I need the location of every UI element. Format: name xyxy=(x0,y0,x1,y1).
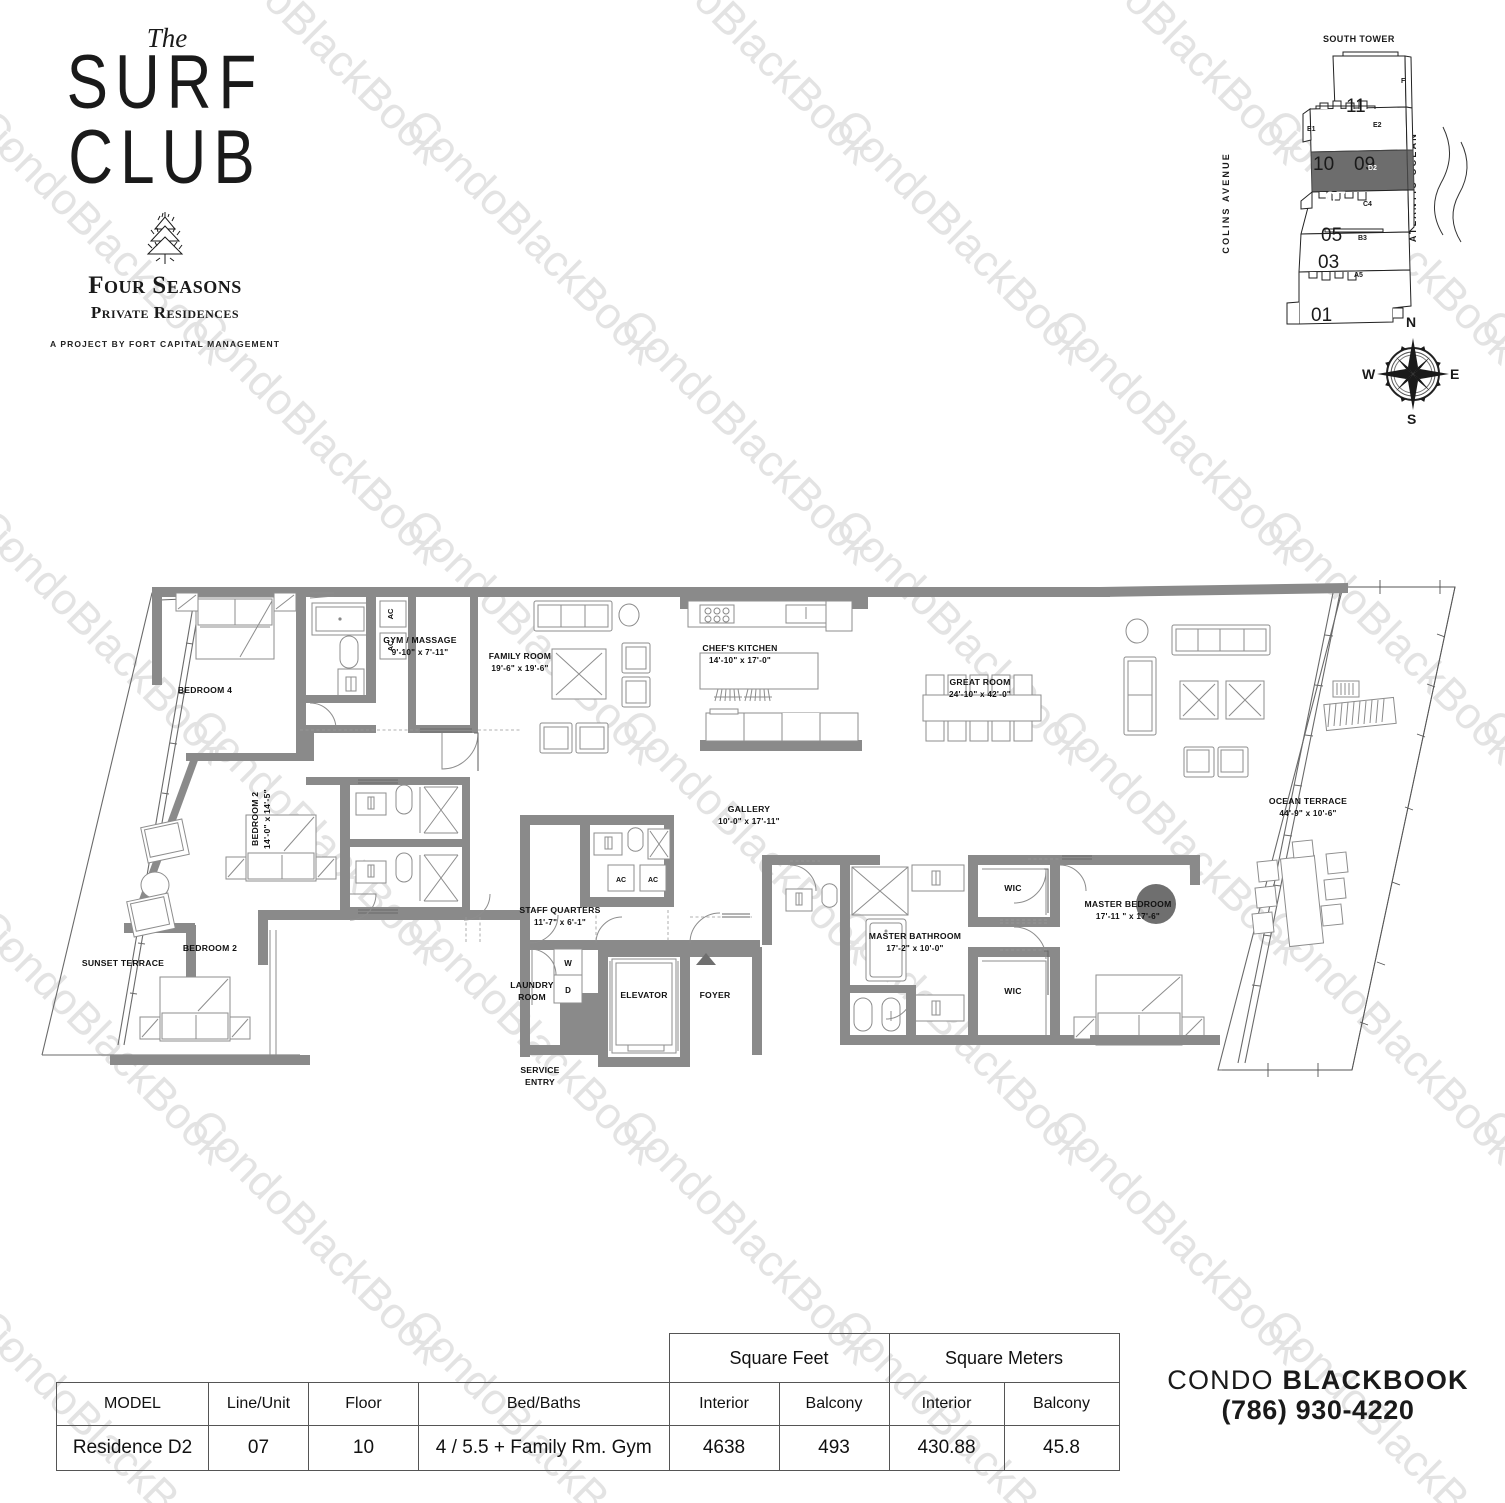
cell-sm-interior: 430.88 xyxy=(888,1425,1005,1471)
svg-text:W: W xyxy=(564,959,572,968)
table-row: Residence D2 07 10 4 / 5.5 + Family Rm. … xyxy=(56,1425,1120,1471)
key-plate-unit-11[interactable]: 11 xyxy=(1346,96,1366,117)
room-label-elevator: ELEVATOR xyxy=(620,990,668,1000)
residence-specs-table: Square Feet Square Meters MODEL Line/Uni… xyxy=(56,1333,1120,1471)
logo-club: CLUB xyxy=(68,115,262,200)
room-label-ocean-terrace: OCEAN TERRACE 44'-9" x 10'-6" xyxy=(1268,796,1348,818)
svg-text:AC: AC xyxy=(616,877,626,884)
table-column-header-row: MODEL Line/Unit Floor Bed/Baths Interior… xyxy=(56,1382,1120,1426)
column-header-sf-balcony: Balcony xyxy=(778,1382,890,1426)
watermark-text: CondoBlackBook xyxy=(395,100,669,374)
room-label-service-entry: SERVICE ENTRY xyxy=(520,1065,560,1087)
room-label-bedroom-4: BEDROOM 4 xyxy=(177,685,233,695)
column-header-bed-baths: Bed/Baths xyxy=(418,1382,670,1426)
compass-east-label: E xyxy=(1450,366,1460,382)
room-label-family-room: FAMILY ROOM 19'-6" x 19'-6" xyxy=(488,651,552,673)
key-plate-unit-01[interactable]: 01 xyxy=(1311,305,1333,326)
stack-tag-E1: E1 xyxy=(1307,126,1316,133)
room-label-bedroom-2-upper: BEDROOM 2 xyxy=(250,791,260,847)
room-label-staff-quarters: STAFF QUARTERS 11'-7" x 6'-1" xyxy=(519,905,601,927)
column-header-sf-interior: Interior xyxy=(668,1382,780,1426)
stack-tag-E2: E2 xyxy=(1373,122,1382,129)
cell-model: Residence D2 xyxy=(56,1425,209,1471)
brand-name-bold: BLACKBOOK xyxy=(1282,1365,1469,1395)
four-seasons-brand: Four Seasons xyxy=(88,271,242,299)
watermark-text: CondoBlackBook xyxy=(825,100,1099,374)
watermark-text: CondoBlackBook xyxy=(610,300,884,574)
surf-club-logo: The SURF CLUB Four Seasons Private Resid… xyxy=(40,25,290,395)
key-plate-unit-05[interactable]: 05 xyxy=(1321,225,1343,246)
watermark-text: CondoBlackBook xyxy=(0,0,24,174)
room-label-gallery: GALLERY 10'-0" x 17'-11" xyxy=(718,804,780,826)
key-plate-unit-09[interactable]: 09 xyxy=(1354,154,1376,175)
stack-tag-A5: A5 xyxy=(1354,272,1363,279)
compass-south-label: S xyxy=(1407,411,1417,427)
key-plate-title: SOUTH TOWER xyxy=(1323,34,1395,44)
compass-rose-icon: N E S W xyxy=(1358,312,1468,430)
watermark-text: CondoBlackBook xyxy=(0,1100,24,1374)
compass-north-label: N xyxy=(1406,314,1417,330)
column-header-line-unit: Line/Unit xyxy=(208,1382,309,1426)
room-label-chefs-kitchen: CHEF'S KITCHEN 14'-10" x 17'-0" xyxy=(702,643,778,665)
floor-plan-drawing: .w{fill:#8a8a8a;stroke:none} .wl{fill:no… xyxy=(0,565,1505,1125)
room-label-gym-massage: GYM / MASSAGE 9'-10" x 7'-11" xyxy=(383,635,457,657)
svg-text:D: D xyxy=(565,986,571,995)
stack-tag-B3: B3 xyxy=(1358,235,1367,242)
watermark-text: CondoBlackBook xyxy=(0,300,24,574)
logo-surf: SURF xyxy=(66,40,264,125)
key-plate-unit-03[interactable]: 03 xyxy=(1318,252,1340,273)
room-label-bedroom-2-upper-dim: 14'-0" x 14'-5" xyxy=(262,789,272,849)
svg-text:AC: AC xyxy=(648,877,658,884)
column-header-sm-balcony: Balcony xyxy=(1003,1382,1120,1426)
key-plate-unit-07-selected[interactable]: 07 xyxy=(1325,189,1347,210)
column-header-floor: Floor xyxy=(308,1382,419,1426)
compass-west-label: W xyxy=(1362,366,1376,382)
cell-floor: 10 xyxy=(308,1425,419,1471)
cell-sf-interior: 4638 xyxy=(668,1425,780,1471)
floor-plan-svg: .w{fill:#8a8a8a;stroke:none} .wl{fill:no… xyxy=(41,580,1456,1077)
group-header-square-feet: Square Feet xyxy=(668,1333,890,1383)
watermark-text: CondoBlackBook xyxy=(1470,1100,1505,1374)
room-label-laundry-room: LAUNDRY ROOM xyxy=(510,980,554,1002)
room-label-wic-lower: WIC xyxy=(1004,986,1022,996)
room-label-bedroom-2-lower: BEDROOM 2 xyxy=(182,943,238,953)
cell-sm-balcony: 45.8 xyxy=(1003,1425,1120,1471)
key-plate-unit-10[interactable]: 10 xyxy=(1313,154,1335,175)
brand-phone[interactable]: (786) 930-4220 xyxy=(1221,1395,1415,1426)
logo-the: The xyxy=(146,23,188,53)
stack-tag-C4: C4 xyxy=(1363,201,1372,208)
room-label-foyer: FOYER xyxy=(699,990,731,1000)
room-label-sunset-terrace: SUNSET TERRACE xyxy=(81,958,165,968)
table-group-header-row: Square Feet Square Meters xyxy=(57,1333,1120,1383)
column-header-model: MODEL xyxy=(56,1382,209,1426)
room-label-great-room: GREAT ROOM 24'-10" x 42'-0" xyxy=(948,677,1012,699)
brand-name: CONDO BLACKBOOK xyxy=(1148,1365,1488,1395)
group-header-square-meters: Square Meters xyxy=(888,1333,1120,1383)
svg-text:AC: AC xyxy=(386,608,395,619)
private-residences-label: Private Residences xyxy=(90,302,240,322)
room-label-master-bedroom: MASTER BEDROOM 17'-11 " x 17'-6" xyxy=(1084,899,1172,921)
project-by-label: A PROJECT BY FORT CAPITAL MANAGEMENT xyxy=(49,338,281,349)
stack-tag-F: F xyxy=(1401,78,1406,85)
stack-tag-D2: D2 xyxy=(1368,165,1377,172)
svg-text:AC: AC xyxy=(386,640,395,651)
room-label-wic-upper: WIC xyxy=(1004,883,1022,893)
brand-name-light: CONDO xyxy=(1167,1365,1283,1395)
room-label-master-bathroom: MASTER BATHROOM 17'-2" x 10'-0" xyxy=(868,931,962,953)
condo-blackbook-brand: CONDO BLACKBOOK (786) 930-4220 xyxy=(1148,1365,1488,1425)
cell-bed-baths: 4 / 5.5 + Family Rm. Gym xyxy=(418,1425,670,1471)
building-key-plate: SOUTH TOWER COLINS AVENUE ATLANTIC OCEAN xyxy=(1215,22,1495,432)
cell-line-unit: 07 xyxy=(208,1425,309,1471)
cell-sf-balcony: 493 xyxy=(778,1425,890,1471)
column-header-sm-interior: Interior xyxy=(888,1382,1005,1426)
pine-tree-icon xyxy=(40,208,290,266)
watermark-text: CondoBlackBook xyxy=(610,0,884,174)
